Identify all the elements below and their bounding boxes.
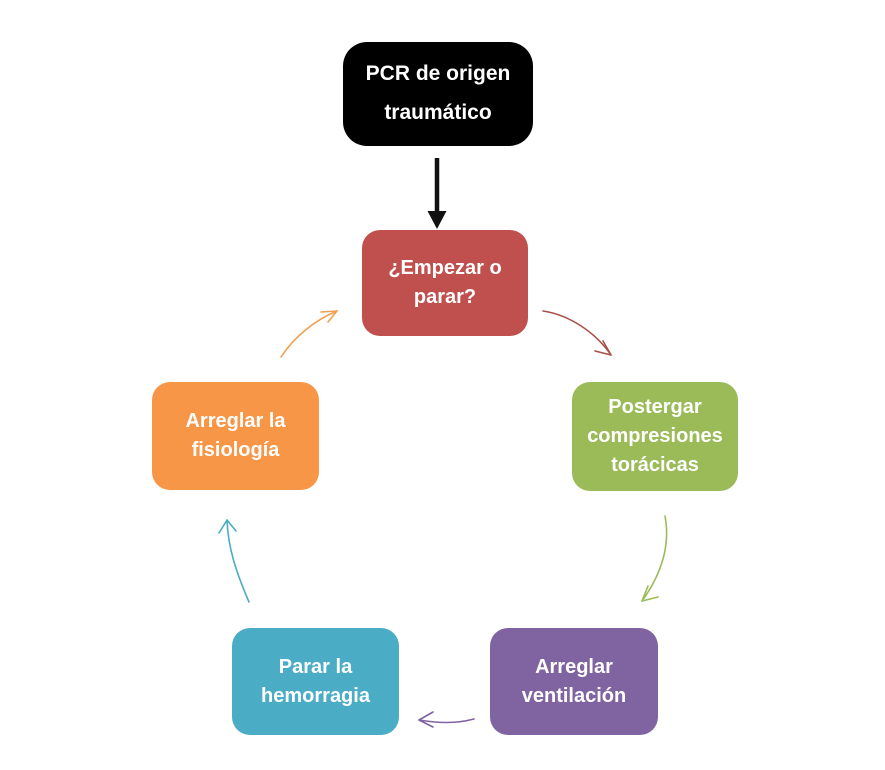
arrow-hemorrhage-to-physiology-line bbox=[226, 519, 250, 603]
arrow-postpone-to-ventilation-line bbox=[641, 515, 668, 602]
node-arreglar-ventilacion: Arreglar ventilación bbox=[490, 628, 658, 735]
arrow-decision-to-postpone bbox=[542, 310, 612, 356]
arrow-physiology-to-decision-line bbox=[280, 310, 338, 358]
arrow-postpone-to-ventilation bbox=[641, 515, 668, 602]
arrow-hemorrhage-to-physiology bbox=[218, 519, 250, 603]
node-empezar-o-parar-label: ¿Empezar o parar? bbox=[388, 257, 502, 308]
arrow-postpone-to-ventilation-head-icon bbox=[641, 585, 659, 602]
node-postergar-compresiones-label: Postergar compresiones torácicas bbox=[587, 396, 723, 476]
node-parar-hemorragia: Parar la hemorragia bbox=[232, 628, 399, 735]
arrow-decision-to-postpone-line bbox=[542, 310, 612, 356]
arrow-hemorrhage-to-physiology-head-icon bbox=[218, 519, 237, 534]
node-pcr-origen-traumatico-label: PCR de origen traumático bbox=[365, 62, 511, 124]
connector-start-to-decision bbox=[427, 158, 447, 229]
node-arreglar-fisiologia: Arreglar la fisiología bbox=[152, 382, 319, 490]
node-postergar-compresiones: Postergar compresiones torácicas bbox=[572, 382, 738, 491]
node-arreglar-ventilacion-label: Arreglar ventilación bbox=[521, 655, 627, 707]
node-arreglar-fisiologia-label: Arreglar la fisiología bbox=[185, 410, 286, 461]
node-empezar-o-parar: ¿Empezar o parar? bbox=[362, 230, 528, 336]
arrow-physiology-to-decision-head-icon bbox=[320, 310, 338, 323]
node-parar-hemorragia-label: Parar la hemorragia bbox=[261, 655, 370, 707]
arrow-ventilation-to-hemorrhage-head-icon bbox=[418, 711, 434, 728]
arrow-ventilation-to-hemorrhage bbox=[418, 711, 475, 728]
arrow-decision-to-postpone-head-icon bbox=[594, 340, 612, 356]
arrow-physiology-to-decision bbox=[280, 310, 338, 358]
arrow-ventilation-to-hemorrhage-line bbox=[418, 718, 475, 724]
node-pcr-origen-traumatico: PCR de origen traumático bbox=[343, 42, 533, 146]
connector-start-arrowhead-icon bbox=[427, 211, 447, 229]
